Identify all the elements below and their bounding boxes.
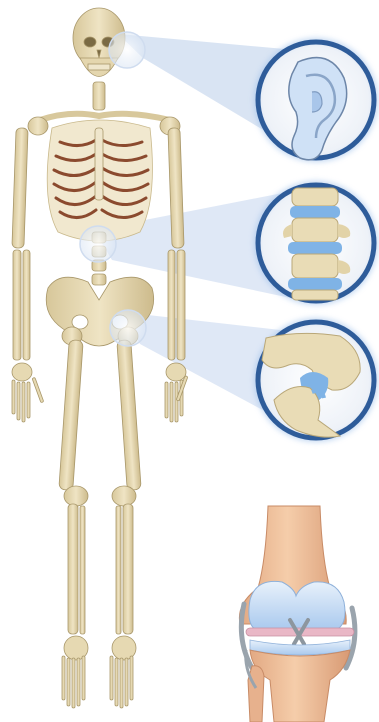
- ear-magnifier: [109, 32, 145, 68]
- ribcage: [47, 120, 152, 241]
- knee-joint-illustration: [239, 506, 355, 722]
- spine-callout: [254, 181, 378, 305]
- right-arm: [165, 128, 188, 422]
- clavicles: [40, 114, 170, 120]
- left-foot: [62, 636, 88, 708]
- left-leg: [59, 327, 88, 708]
- right-leg: [110, 327, 141, 708]
- spine-magnifier: [80, 226, 116, 262]
- right-foot: [110, 636, 136, 708]
- left-hand: [12, 363, 44, 422]
- hip-callout: [254, 318, 378, 442]
- skeleton: [12, 8, 188, 708]
- left-arm: [12, 128, 44, 422]
- knee-icon: [239, 506, 355, 722]
- right-hand: [165, 363, 188, 422]
- cervical-spine: [93, 82, 105, 110]
- ear-callout: [254, 38, 378, 162]
- hip-magnifier: [110, 310, 146, 346]
